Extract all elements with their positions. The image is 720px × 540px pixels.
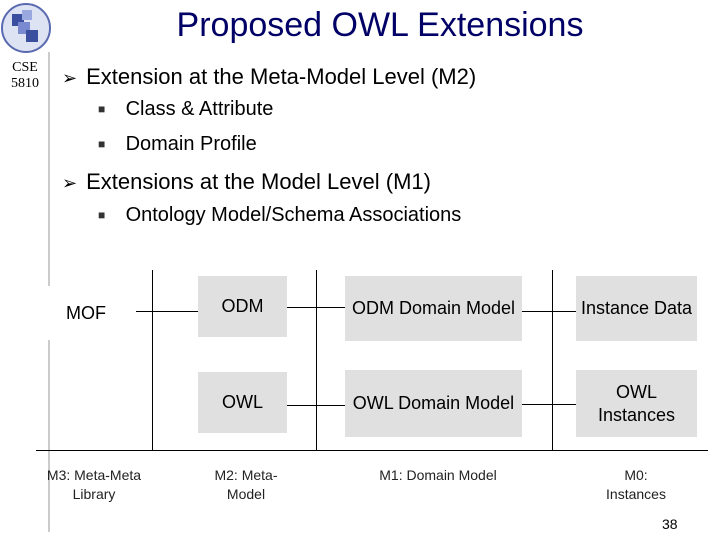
arrow-bullet-icon: ➢ (62, 68, 78, 88)
sub-bullet-2-1-text: Ontology Model/Schema Associations (125, 204, 462, 226)
course-label: CSE 5810 (11, 60, 39, 91)
square-bullet-icon: ■ (98, 137, 106, 151)
connector-odm-odmdomain (287, 307, 345, 308)
bullet-1-text: Extension at the Meta-Model Level (M2) (86, 64, 477, 89)
page-number: 38 (662, 516, 678, 532)
bullet-2: ➢ Extensions at the Model Level (M1) (62, 169, 431, 195)
connector-odmdomain-instancedata (522, 311, 576, 312)
sub-bullet-1-1: ■ Class & Attribute (98, 98, 273, 121)
divider-m1-m0 (552, 270, 553, 450)
box-owl-domain-model: OWL Domain Model (345, 370, 522, 437)
divider-m2-m1 (316, 270, 317, 450)
sub-bullet-1-1-text: Class & Attribute (125, 98, 274, 120)
connector-owldomain-owlinstances (522, 404, 576, 405)
level-m1-label: M1: Domain Model (379, 467, 497, 483)
connector-owl-owldomain (287, 405, 345, 406)
bullet-2-text: Extensions at the Model Level (M1) (86, 169, 431, 194)
level-m0-label: M0: Instances (606, 467, 666, 502)
box-owl: OWL (198, 372, 287, 433)
box-owl-instances: OWL Instances (576, 370, 697, 437)
box-odm: ODM (198, 276, 287, 337)
level-m2-label: M2: Meta-Model (214, 467, 278, 502)
box-odm-domain-model: ODM Domain Model (345, 276, 522, 341)
square-bullet-icon: ■ (98, 102, 106, 116)
divider-m3-m2 (152, 270, 153, 450)
level-m3-label: M3: Meta-Meta Library (46, 467, 142, 502)
sub-bullet-1-2: ■ Domain Profile (98, 133, 257, 156)
box-mof: MOF (36, 286, 136, 340)
bullet-1: ➢ Extension at the Meta-Model Level (M2) (62, 64, 476, 90)
arrow-bullet-icon: ➢ (62, 173, 78, 193)
box-instance-data: Instance Data (576, 276, 697, 341)
baseline (36, 450, 708, 451)
connector-mof-odm (136, 311, 198, 312)
square-bullet-icon: ■ (98, 208, 106, 222)
sub-bullet-2-1: ■ Ontology Model/Schema Associations (98, 204, 461, 227)
sub-bullet-1-2-text: Domain Profile (125, 133, 257, 155)
university-logo (0, 0, 52, 56)
slide-title: Proposed OWL Extensions (176, 6, 584, 44)
